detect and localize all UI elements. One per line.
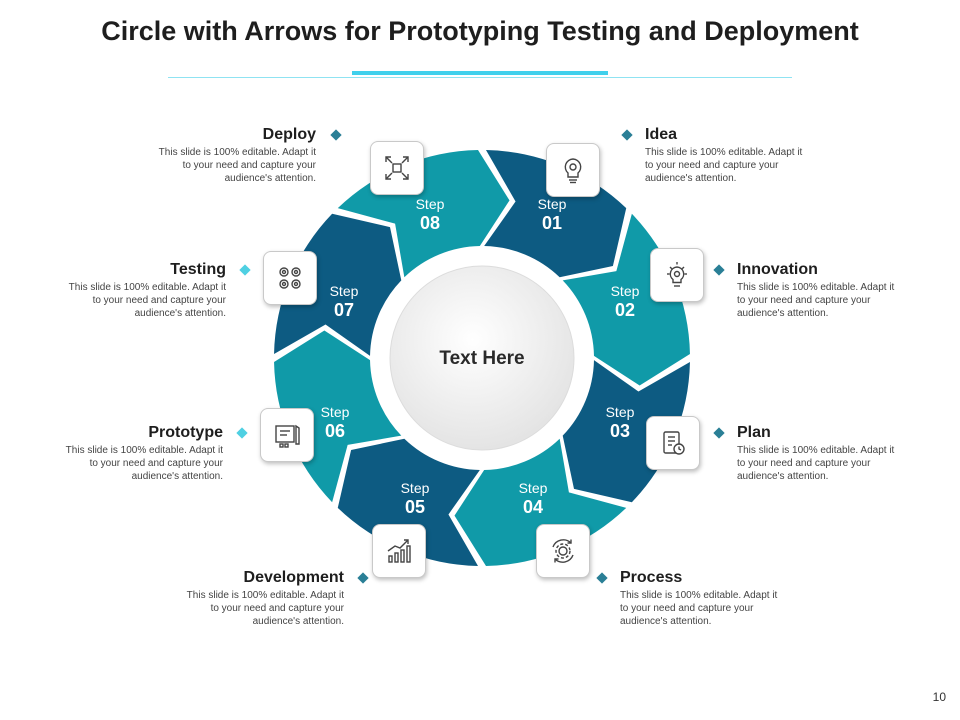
step-08-text-block: Deploy This slide is 100% editable. Adap… bbox=[136, 125, 316, 185]
step-02-description: This slide is 100% editable. Adapt it to… bbox=[737, 282, 895, 319]
step-03-title: Plan bbox=[737, 424, 771, 441]
step-05-icon-box bbox=[372, 524, 426, 578]
step-07-title: Testing bbox=[170, 261, 226, 278]
step-03-description: This slide is 100% editable. Adapt it to… bbox=[737, 445, 895, 482]
step-01-description: This slide is 100% editable. Adapt it to… bbox=[645, 147, 803, 184]
step-01-icon-box bbox=[546, 143, 600, 197]
center-text: Text Here bbox=[439, 348, 525, 369]
step-04-icon-box bbox=[536, 524, 590, 578]
step-01-title: Idea bbox=[645, 126, 678, 143]
step-05-text-block: Development This slide is 100% editable.… bbox=[164, 568, 344, 628]
lightbulb-gear-icon bbox=[564, 158, 582, 184]
step-02-icon-box bbox=[650, 248, 704, 302]
step-02-text-block: Innovation This slide is 100% editable. … bbox=[737, 260, 917, 320]
step-07-icon-box bbox=[263, 251, 317, 305]
step-05-description: This slide is 100% editable. Adapt it to… bbox=[186, 590, 344, 627]
step-07-description: This slide is 100% editable. Adapt it to… bbox=[68, 282, 226, 319]
step-04-description: This slide is 100% editable. Adapt it to… bbox=[620, 590, 778, 627]
expand-arrows-icon bbox=[385, 156, 409, 180]
bulb-innovation-icon bbox=[667, 262, 687, 287]
slide-title: Circle with Arrows for Prototyping Testi… bbox=[101, 16, 859, 46]
checklist-clock-icon bbox=[663, 431, 685, 455]
growth-chart-icon bbox=[387, 539, 411, 563]
step-08-icon-box bbox=[370, 141, 424, 195]
step-03-text-block: Plan This slide is 100% editable. Adapt … bbox=[737, 423, 917, 483]
step-06-title: Prototype bbox=[148, 424, 223, 441]
gears-testing-icon bbox=[279, 267, 301, 289]
gear-cycle-icon bbox=[552, 539, 574, 563]
step-08-title: Deploy bbox=[262, 126, 316, 143]
step-04-title: Process bbox=[620, 569, 683, 586]
title-underline-accent bbox=[352, 71, 608, 75]
arrow-segment-07 bbox=[274, 213, 402, 356]
step-05-title: Development bbox=[243, 569, 344, 586]
step-03-icon-box bbox=[646, 416, 700, 470]
step-06-icon-box bbox=[260, 408, 314, 462]
step-08-description: This slide is 100% editable. Adapt it to… bbox=[158, 147, 316, 184]
step-01-text-block: Idea This slide is 100% editable. Adapt … bbox=[645, 125, 825, 185]
step-04-text-block: Process This slide is 100% editable. Ada… bbox=[620, 568, 800, 628]
center-circle bbox=[389, 265, 575, 451]
title-underline-thin bbox=[168, 77, 792, 78]
step-07-text-block: Testing This slide is 100% editable. Ada… bbox=[46, 260, 226, 320]
step-02-title: Innovation bbox=[737, 261, 818, 278]
prototype-board-icon bbox=[275, 424, 300, 448]
page-number: 10 bbox=[932, 690, 946, 704]
step-06-text-block: Prototype This slide is 100% editable. A… bbox=[43, 423, 223, 483]
step-06-description: This slide is 100% editable. Adapt it to… bbox=[65, 445, 223, 482]
